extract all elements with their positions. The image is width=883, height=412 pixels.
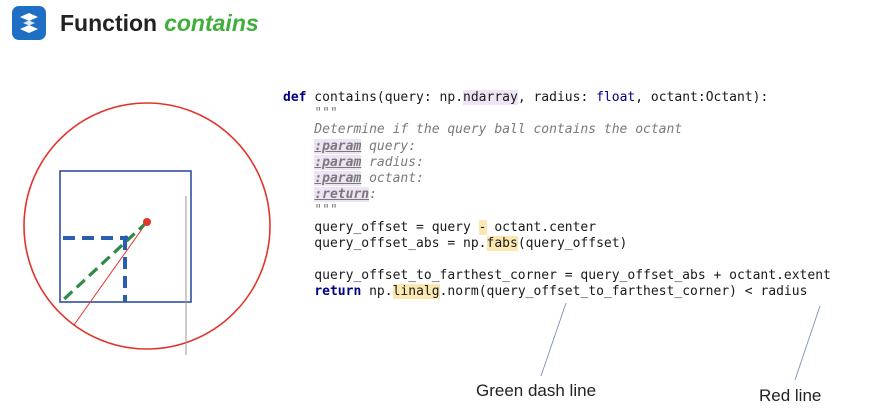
code-line-query-offset: query_offset = query - octant.center <box>283 219 597 235</box>
docstring-open: """ <box>283 106 338 122</box>
docstring-param-octant: :param octant: <box>314 170 424 186</box>
title-function-name: contains <box>164 9 259 36</box>
title-prefix: Function <box>60 9 158 36</box>
code-line-farthest-corner: query_offset_to_farthest_corner = query_… <box>283 268 831 284</box>
code-line-return: return np.linalg.norm(query_offset_to_fa… <box>314 284 808 300</box>
code-line-def: def contains(query: np.ndarray, radius: … <box>283 90 769 105</box>
query-ball-circle <box>23 102 271 350</box>
docstring-close: """ <box>283 203 338 219</box>
red-radius-line <box>73 221 148 326</box>
code-block: def contains(query: np.ndarray, radius: … <box>283 90 831 300</box>
octant-center-dot <box>123 235 129 241</box>
docstring-summary: Determine if the query ball contains the… <box>283 122 683 138</box>
green-dash-line-callout: Green dash line <box>476 381 597 400</box>
docstring-return: :return: <box>314 187 377 203</box>
stacked-s-logo-icon <box>12 6 46 40</box>
query-center-dot <box>143 218 151 226</box>
green-dash-line <box>59 220 149 304</box>
code-line-blank <box>283 252 831 268</box>
code-line-query-offset-abs: query_offset_abs = np.fabs(query_offset) <box>283 235 628 251</box>
red-line-callout: Red line <box>759 386 822 405</box>
docstring-param-radius: :param radius: <box>314 154 424 170</box>
docstring-param-query: :param query: <box>314 138 417 154</box>
